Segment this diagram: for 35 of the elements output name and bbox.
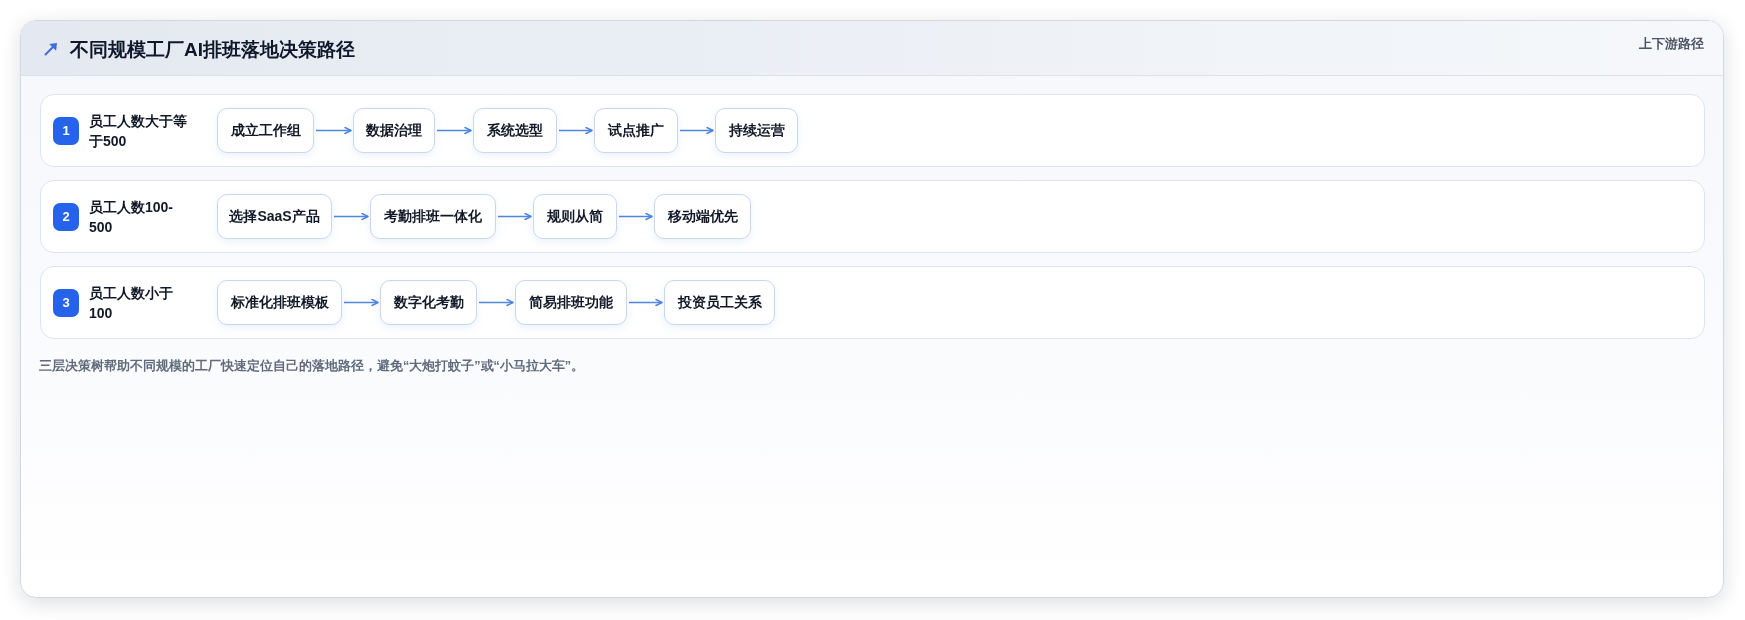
- number-badge: 1: [53, 116, 79, 145]
- arrow: [679, 126, 714, 135]
- arrow: [343, 298, 379, 307]
- step-box: 数字化考勤: [380, 280, 477, 325]
- title: 不同规模工厂AI排班落地决策路径: [70, 37, 355, 62]
- step-box: 标准化排班模板: [217, 280, 342, 325]
- tier-row: [40, 180, 1705, 253]
- arrow: [628, 298, 663, 307]
- tier-row: [40, 94, 1705, 167]
- arrow: [333, 212, 369, 221]
- step-box: 系统选型: [473, 108, 557, 153]
- step-box: 移动端优先: [654, 194, 751, 239]
- step-box: 简易排班功能: [515, 280, 627, 325]
- arrow: [618, 212, 653, 221]
- step-box: 选择SaaS产品: [217, 194, 332, 239]
- arrow: [478, 298, 514, 307]
- tier-row: [40, 266, 1705, 339]
- arrow: [315, 126, 352, 135]
- tier-label: 员工人数大于等于500: [89, 111, 188, 151]
- step-box: 试点推广: [594, 108, 678, 153]
- header-note: 上下游路径: [1639, 36, 1704, 52]
- arrow: [436, 126, 472, 135]
- number-badge: 3: [53, 288, 79, 317]
- step-box: 成立工作组: [217, 108, 314, 153]
- step-box: 持续运营: [715, 108, 798, 153]
- step-box: 考勤排班一体化: [370, 194, 496, 239]
- number-badge: 2: [53, 202, 79, 231]
- arrow: [558, 126, 593, 135]
- caption-text: 三层决策树帮助不同规模的工厂快速定位自己的落地路径，避免“大炮打蚊子”或“小马拉大车”。: [39, 358, 584, 374]
- arrow: [497, 212, 532, 221]
- step-box: 规则从简: [533, 194, 617, 239]
- step-box: 数据治理: [353, 108, 435, 153]
- tier-label: 员工人数100-500: [89, 197, 175, 237]
- step-box: 投资员工关系: [664, 280, 775, 325]
- tier-label: 员工人数小于100: [89, 283, 174, 323]
